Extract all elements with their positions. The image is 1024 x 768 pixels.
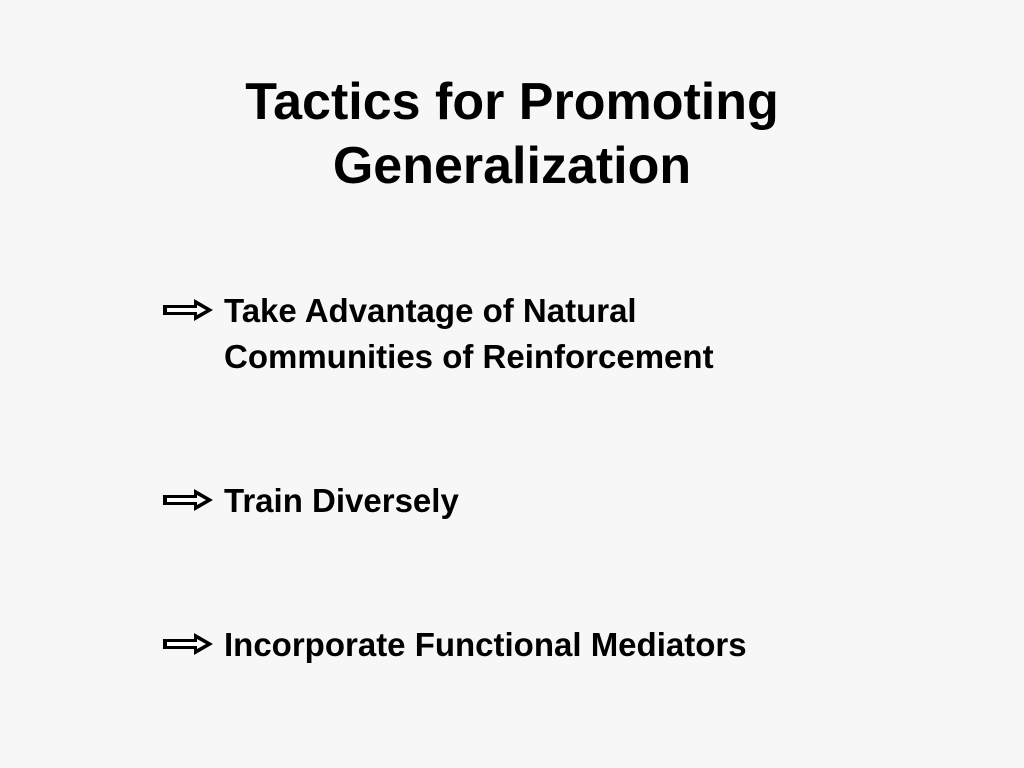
bullet-item: Take Advantage of Natural Communities of… xyxy=(160,288,714,380)
bullet-line: Train Diversely xyxy=(224,482,459,519)
bullet-item: Train Diversely xyxy=(160,478,459,524)
bullet-item: Incorporate Functional Mediators xyxy=(160,622,747,668)
arrow-right-icon xyxy=(163,299,213,321)
arrow-right-icon xyxy=(163,489,213,511)
bullet-line: Incorporate Functional Mediators xyxy=(224,626,747,663)
slide-title: Tactics for Promoting Generalization xyxy=(0,70,1024,198)
slide-title-line: Generalization xyxy=(332,137,692,195)
bullet-line: Communities of Reinforcement xyxy=(224,338,714,375)
bullet-text: Train Diversely xyxy=(224,478,459,524)
bullet-text: Incorporate Functional Mediators xyxy=(224,622,747,668)
arrow-right-icon xyxy=(163,633,213,655)
bullet-line: Take Advantage of Natural xyxy=(224,292,637,329)
bullet-text: Take Advantage of Natural Communities of… xyxy=(224,288,714,380)
slide-title-line: Tactics for Promoting xyxy=(245,73,779,131)
